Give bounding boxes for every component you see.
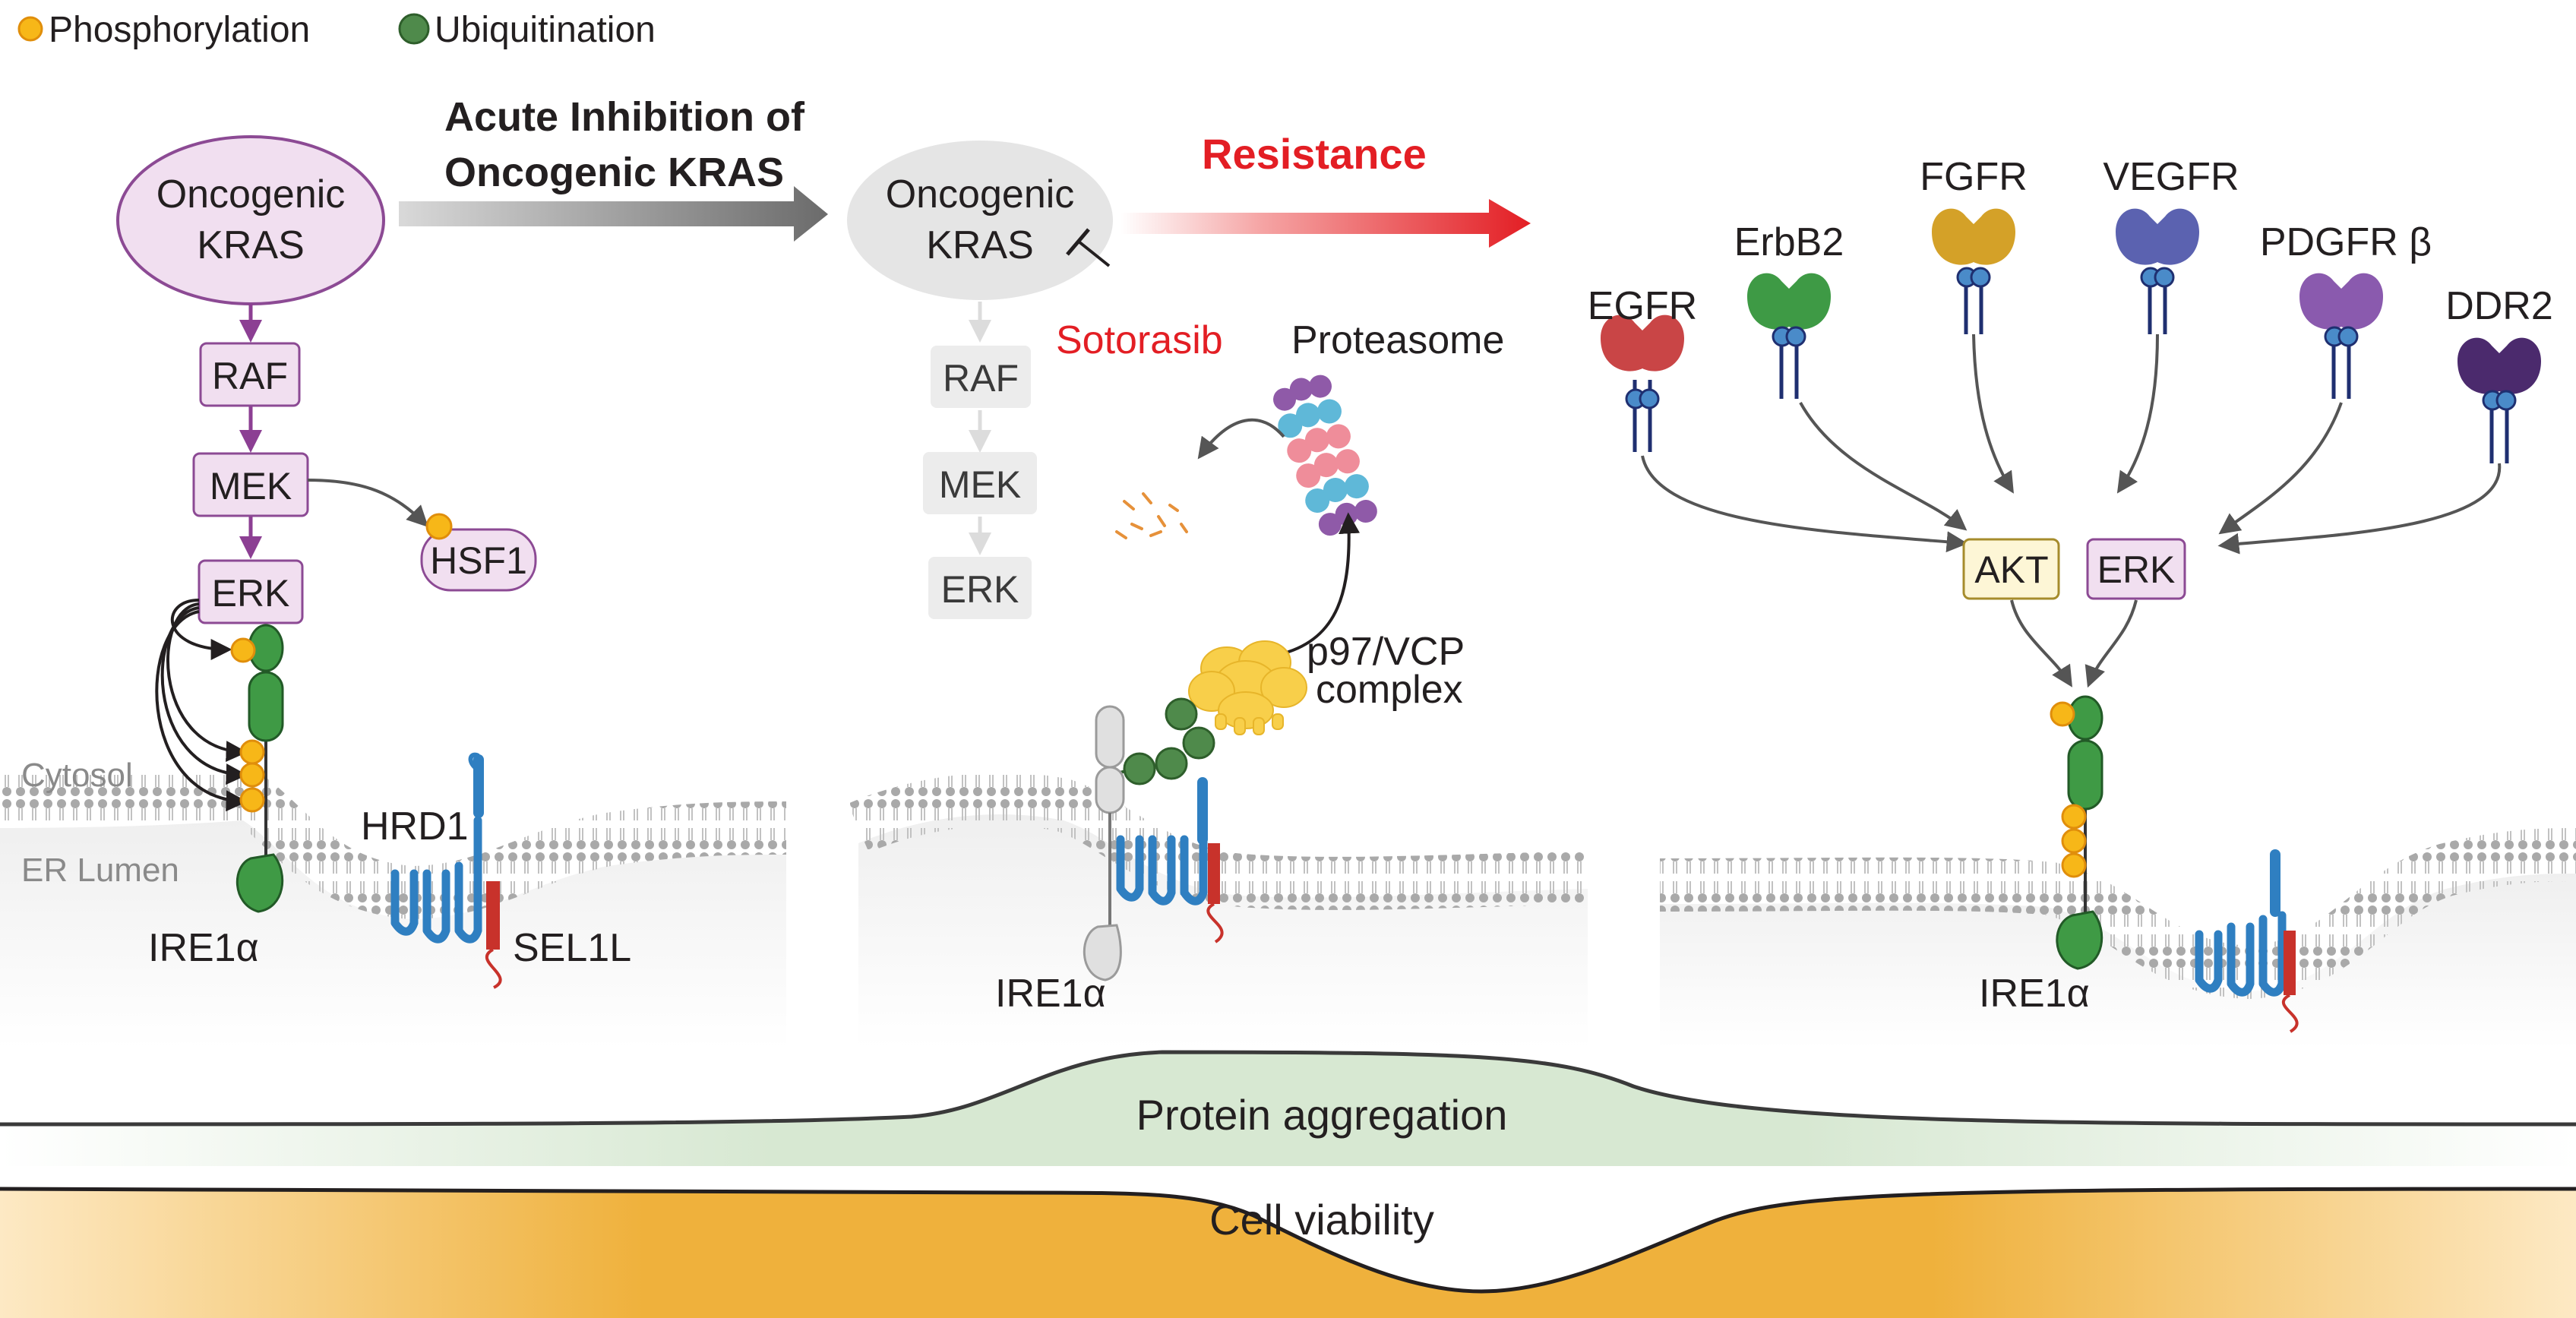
- receptor-label-erbb2: ErbB2: [1734, 220, 1844, 264]
- sel1l-tm: [486, 881, 500, 950]
- ire1a-label-left: IRE1α: [148, 926, 259, 970]
- sel1l-label: SEL1L: [513, 926, 631, 970]
- hrd1-complex-middle: [1116, 777, 1224, 943]
- hrd1-label: HRD1: [361, 804, 469, 849]
- ire1a-right-phospho-dot: [2061, 852, 2087, 878]
- ire1a-right-phospho-dot: [2061, 804, 2087, 830]
- ire1a-phospho-dot: [239, 762, 265, 788]
- legend: Phosphorylation Ubiquitination: [17, 10, 656, 50]
- ire1a-phospho-dot: [230, 637, 256, 663]
- raf-inhibited-label: RAF: [943, 357, 1019, 400]
- receptor-vegfr: [2116, 208, 2199, 334]
- receptor-label-pdgfrb: PDGFR β: [2260, 220, 2432, 264]
- receptor-pdgfrb: [2299, 273, 2383, 399]
- ire1a-left: [230, 624, 284, 913]
- raf-inhibited-node: [931, 346, 1031, 408]
- ubiquitination-legend-dot: [398, 13, 430, 45]
- receptor-egfr: [1601, 314, 1684, 452]
- erk-right-label: ERK: [2097, 548, 2176, 591]
- receptor-ddr2: [2457, 337, 2541, 463]
- panel-right: EGFR ErbB2 FGFR VEGFR PDGFR β DDR2 AKT E…: [1588, 155, 2553, 1033]
- ire1a-right: [2050, 695, 2103, 970]
- receptor-fgfr: [1932, 208, 2015, 334]
- ire1a-right-phospho-dot: [2050, 701, 2075, 727]
- ire1a-label-middle: IRE1α: [995, 972, 1106, 1016]
- ire1a-middle: [1083, 705, 1125, 981]
- receptor-label-fgfr: FGFR: [1920, 155, 2028, 199]
- erk-inhibited-label: ERK: [941, 568, 1019, 611]
- receptor-label-egfr: EGFR: [1588, 284, 1697, 328]
- hsf1-node: [420, 528, 537, 592]
- oncogenic-kras-inhibited-node: [847, 141, 1113, 300]
- phosphorylation-legend-label: Phosphorylation: [49, 10, 310, 50]
- hrd1-sel1l-complex: [390, 752, 502, 989]
- ire1a-label-right: IRE1α: [1979, 972, 2090, 1016]
- acute-inhibition-arrow: Acute Inhibition of Oncogenic KRAS: [399, 94, 828, 242]
- receptor-signal-arrows: [1641, 333, 2502, 555]
- kras-label-line1: Oncogenic: [156, 172, 346, 217]
- kras-inhibited-label-line2: KRAS: [926, 223, 1034, 267]
- receptor-erbb2: [1747, 273, 1831, 399]
- hsf1-label: HSF1: [430, 539, 527, 582]
- erk-right-node: [2086, 538, 2186, 600]
- proteasome-icon: [1273, 375, 1377, 536]
- receptor-label-vegfr: VEGFR: [2103, 155, 2239, 199]
- p97-vcp-complex-icon: [1188, 640, 1307, 735]
- p97-label-line1: p97/VCP: [1307, 630, 1465, 674]
- mek-node: [192, 452, 309, 517]
- resistance-arrow: Resistance: [1120, 130, 1531, 248]
- raf-node: [199, 342, 301, 407]
- mek-inhibited-node: [923, 452, 1037, 514]
- ubiquitin-chain: [1123, 697, 1215, 785]
- proteasome-label: Proteasome: [1291, 318, 1504, 362]
- panel-left: Oncogenic KRAS RAF MEK ERK HSF1: [21, 135, 631, 989]
- mek-inhibited-label: MEK: [939, 463, 1021, 506]
- hsf1-phospho-dot: [425, 513, 453, 540]
- er-membrane-right: [1659, 828, 2576, 1000]
- ubiquitination-legend-label: Ubiquitination: [435, 10, 656, 50]
- ire1a-phospho-dot: [239, 739, 265, 765]
- cytosol-label: Cytosol: [21, 757, 133, 794]
- mek-label: MEK: [210, 465, 292, 507]
- kras-label-line2: KRAS: [197, 223, 305, 267]
- er-lumen-left: [0, 820, 786, 1048]
- akt-label: AKT: [1974, 548, 2048, 591]
- akt-node: [1962, 538, 2060, 600]
- erk-phospho-arrows: [155, 599, 248, 812]
- ire1a-right-phospho-dot: [2061, 828, 2087, 854]
- panel-middle: Oncogenic KRAS Sotorasib RAF MEK ERK Pro…: [847, 141, 1504, 1016]
- phosphorylation-legend-dot: [17, 16, 43, 42]
- ire1a-phospho-dot: [239, 787, 265, 813]
- cell-viability-band: Cell viability: [0, 1185, 2576, 1318]
- acute-inhibition-line2: Oncogenic KRAS: [444, 150, 784, 195]
- degraded-peptides: [1115, 492, 1188, 539]
- hrd1-complex-right: [2195, 849, 2299, 1033]
- erk-label: ERK: [212, 572, 290, 615]
- protein-aggregation-label: Protein aggregation: [1136, 1091, 1508, 1139]
- kras-inhibited-label-line1: Oncogenic: [886, 172, 1075, 217]
- protein-aggregation-band: Protein aggregation: [0, 1050, 2576, 1166]
- erk-node: [198, 559, 304, 624]
- cell-viability-label: Cell viability: [1209, 1196, 1434, 1244]
- resistance-label: Resistance: [1202, 130, 1427, 178]
- receptor-label-ddr2: DDR2: [2445, 284, 2553, 328]
- p97-label-line2: complex: [1316, 668, 1463, 712]
- oncogenic-kras-node: [116, 135, 385, 305]
- acute-inhibition-line1: Acute Inhibition of: [444, 94, 805, 140]
- erk-inhibited-node: [928, 557, 1032, 619]
- er-lumen-label: ER Lumen: [21, 852, 179, 889]
- er-lumen-right: [1660, 874, 2576, 1048]
- raf-label: RAF: [212, 355, 288, 397]
- sotorasib-label: Sotorasib: [1056, 318, 1223, 362]
